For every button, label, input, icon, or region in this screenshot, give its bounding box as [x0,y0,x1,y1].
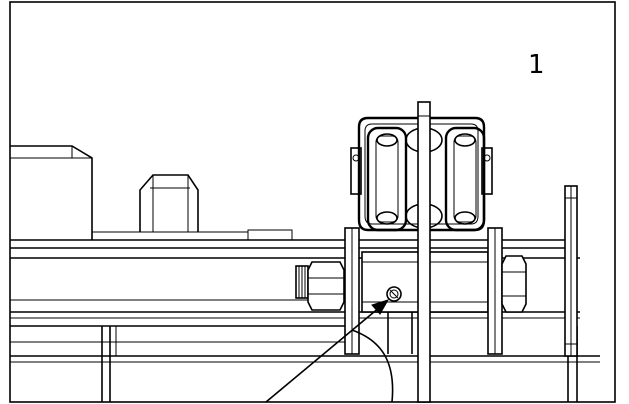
drawing-frame [9,1,616,403]
curved-section-line [351,329,394,403]
vertical-rail [417,101,431,403]
left-roller [366,126,408,232]
left-side-plate [344,227,360,355]
right-roller [444,126,486,232]
right-flange [564,185,578,357]
left-housing-box [10,145,93,240]
upright-bracket [139,174,199,232]
right-hex-nut [501,255,527,313]
right-side-plate [487,227,503,355]
beam-top-plate [10,229,565,249]
callout-number: 1 [528,50,545,80]
leader-arrow [265,299,390,403]
set-screw [386,286,402,302]
lower-posts [101,326,578,402]
left-hex-nut [295,261,345,311]
